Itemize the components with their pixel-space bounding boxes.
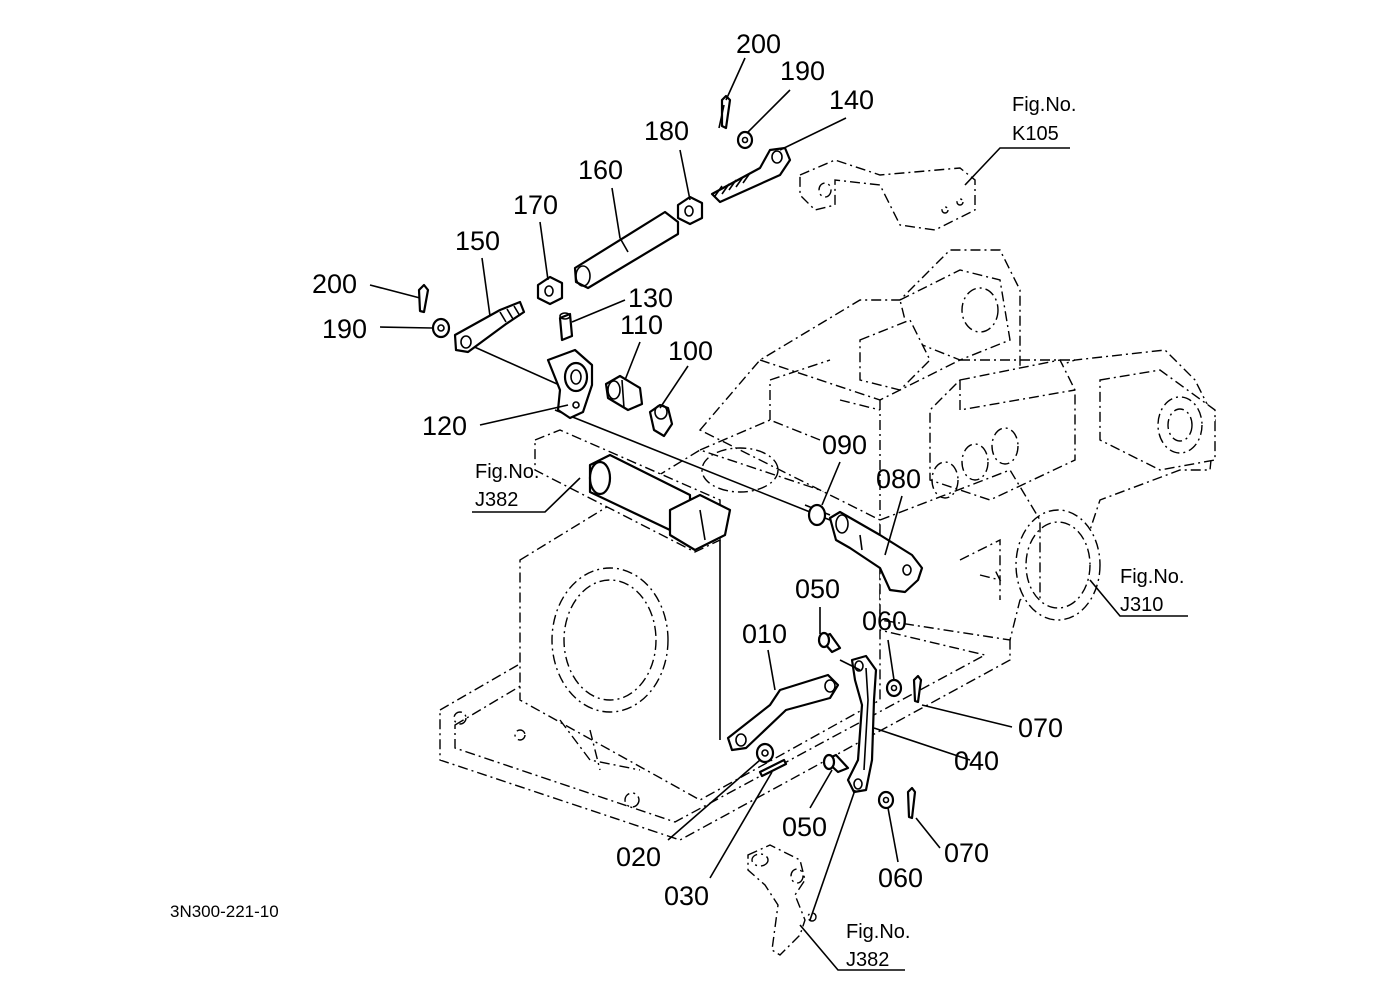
part-number: 100 <box>668 336 713 366</box>
seal-100 <box>648 403 674 438</box>
transmission-housing <box>439 249 1216 841</box>
turnbuckle-160 <box>573 210 680 290</box>
part-number: 090 <box>822 430 867 460</box>
pin-050-upper <box>817 631 842 654</box>
rod-end-150 <box>453 300 526 354</box>
split-pin-070-lower <box>906 786 917 820</box>
fig-ref-title: Fig.No. <box>475 461 539 483</box>
part-number: 060 <box>862 606 907 636</box>
part-number: 060 <box>878 863 923 893</box>
part-number: 020 <box>616 842 661 872</box>
split-pin-030 <box>758 758 788 778</box>
part-number: 200 <box>736 29 781 59</box>
pin-050-lower <box>822 753 850 774</box>
part-number: 080 <box>876 464 921 494</box>
link-040 <box>846 654 878 794</box>
lever-bracket-j382 <box>747 844 817 956</box>
fig-ref-title: Fig.No. <box>846 921 910 943</box>
part-number: 070 <box>1018 713 1063 743</box>
o-ring-090 <box>807 503 827 527</box>
split-pin-200-upper <box>718 94 732 130</box>
figure-references: Fig.No. K105 Fig.No. J382 Fig.No. J310 F… <box>475 94 1184 971</box>
fig-ref-code: J382 <box>846 949 889 971</box>
fig-ref-title: Fig.No. <box>1120 566 1184 588</box>
part-number: 010 <box>742 619 787 649</box>
part-number: 150 <box>455 226 500 256</box>
part-number: 160 <box>578 155 623 185</box>
roll-pin-130 <box>558 312 574 342</box>
rod-end-140 <box>710 146 792 204</box>
part-number: 050 <box>782 812 827 842</box>
part-number: 110 <box>620 310 663 340</box>
part-number: 200 <box>312 269 357 299</box>
nut-180 <box>676 195 704 226</box>
split-pin-200-lower <box>417 283 430 314</box>
washer-060-upper <box>885 678 903 698</box>
part-number: 180 <box>644 116 689 146</box>
fig-ref-code: K105 <box>1012 123 1059 145</box>
leader-lines <box>369 57 1188 971</box>
washer-190-upper <box>736 130 754 150</box>
washer-020 <box>755 742 775 764</box>
washer-190-lower <box>431 317 451 339</box>
fig-ref-title: Fig.No. <box>1012 94 1076 116</box>
part-number: 130 <box>628 283 673 313</box>
drawing-code: 3N300-221-10 <box>170 902 279 921</box>
part-number: 190 <box>780 56 825 86</box>
fig-ref-code: J310 <box>1120 594 1163 616</box>
washer-060-lower <box>877 790 895 810</box>
nut-170 <box>536 275 564 306</box>
part-number: 040 <box>954 746 999 776</box>
lever-120 <box>546 348 594 420</box>
bushing-110 <box>604 374 644 412</box>
part-number: 050 <box>795 574 840 604</box>
lever-bracket-k105 <box>799 159 976 231</box>
split-pin-070-upper <box>912 674 923 704</box>
part-number: 140 <box>829 85 874 115</box>
part-number: 170 <box>513 190 558 220</box>
part-number: 030 <box>664 881 709 911</box>
fig-ref-code: J382 <box>475 489 518 511</box>
shaft-arm-080 <box>828 510 924 594</box>
part-number: 070 <box>944 838 989 868</box>
rod-010 <box>726 673 840 752</box>
part-labels: 200 190 140 180 160 170 150 200 190 130 … <box>312 29 1063 911</box>
part-number: 190 <box>322 314 367 344</box>
part-number: 120 <box>422 411 467 441</box>
